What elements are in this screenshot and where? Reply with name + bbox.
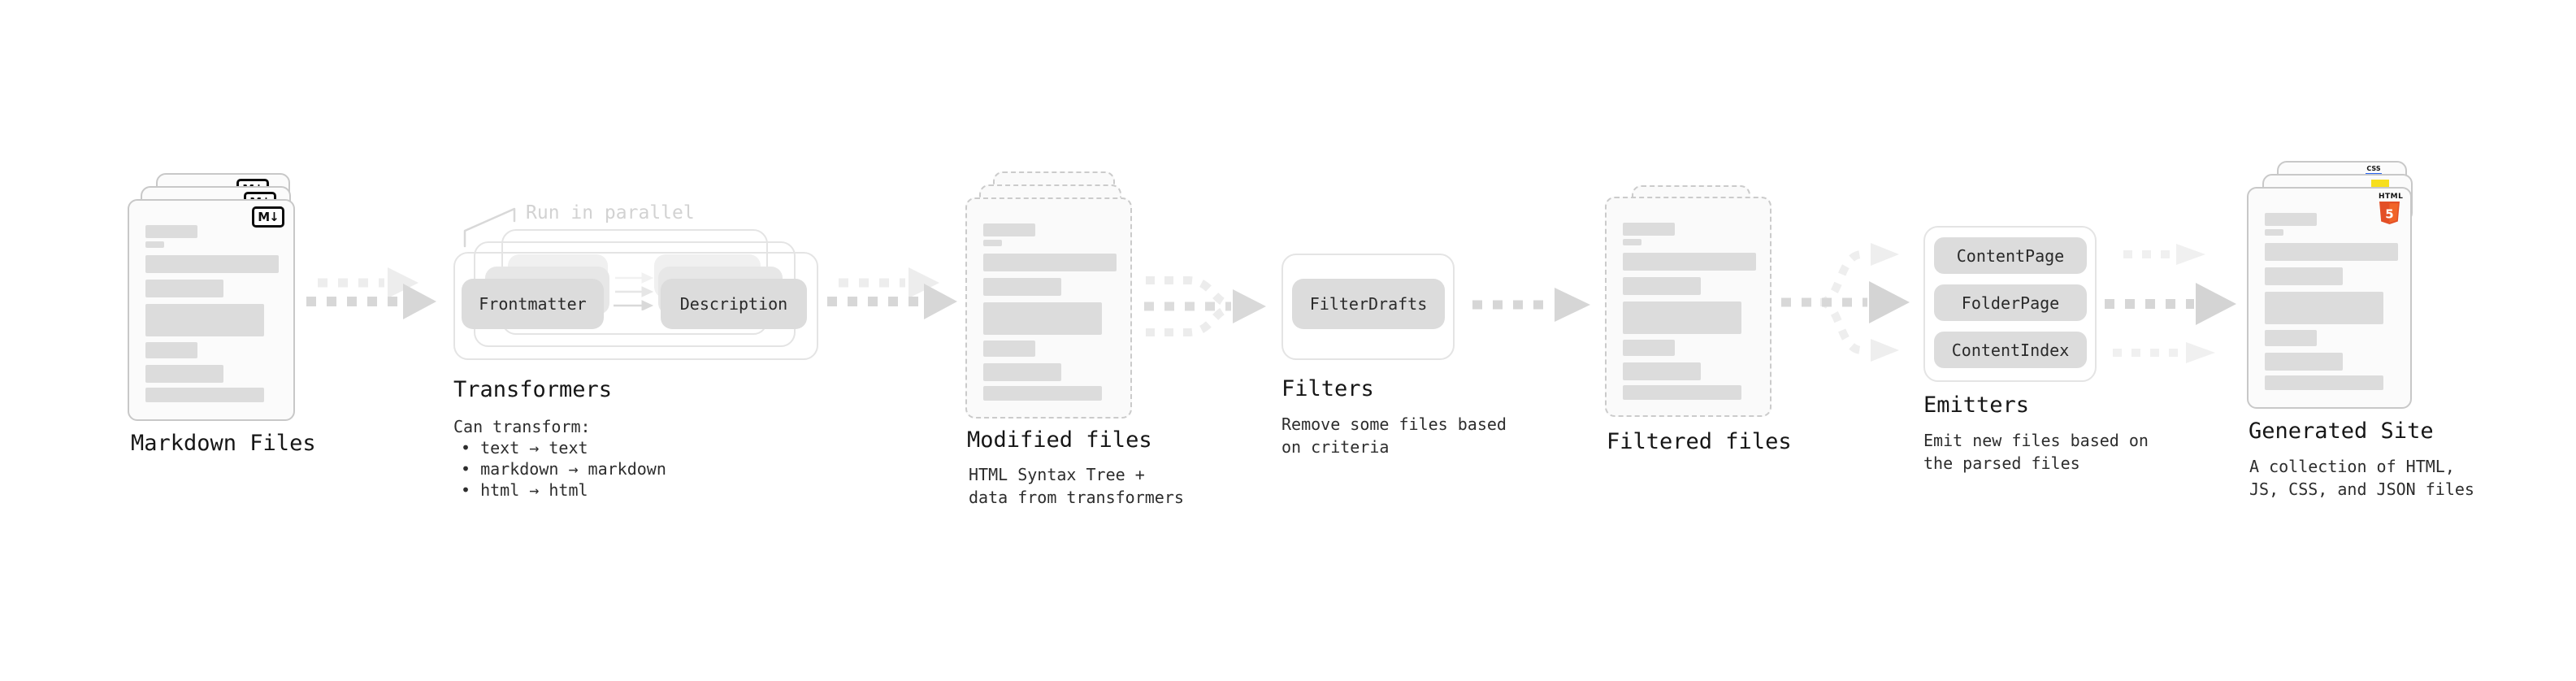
contentpage-box: ContentPage: [1934, 237, 2087, 274]
html5-icon: HTML 5: [2379, 193, 2403, 226]
bullet-item: • text → text: [461, 438, 588, 458]
generated-site-label: Generated Site: [2249, 419, 2434, 444]
filters-container: [1281, 254, 1455, 360]
filtered-files-label: Filtered files: [1607, 429, 1792, 454]
emitters-label: Emitters: [1923, 393, 2030, 418]
filtered-doc-front: [1605, 197, 1772, 417]
modified-files-label: Modified files: [967, 427, 1152, 453]
doc-text-placeholder: [129, 201, 293, 419]
filters-description: Remove some files based on criteria: [1281, 414, 1507, 457]
transformers-label: Transformers: [453, 377, 613, 402]
svg-text:5: 5: [2385, 207, 2393, 222]
emitters-container: [1923, 226, 2097, 382]
modified-doc-front: [965, 197, 1132, 419]
flow-arrow-transformers-to-modified: [827, 267, 957, 319]
description-box: Description: [661, 279, 807, 329]
filterdrafts-box: FilterDrafts: [1292, 279, 1445, 329]
flow-arrow-filtered-to-emitters: [1781, 243, 1910, 362]
frontmatter-box: Frontmatter: [462, 279, 604, 329]
can-transform-text: Can transform:: [453, 417, 591, 436]
run-in-parallel-annotation: Run in parallel: [526, 202, 695, 223]
flow-arrow-filters-to-filtered: [1472, 288, 1590, 322]
generated-doc-front: HTML 5: [2247, 187, 2412, 409]
transformers-description: Can transform: • text → text • markdown …: [453, 416, 666, 501]
flow-arrow-emitters-to-generated: [2105, 244, 2236, 363]
markdown-doc-front: M↓: [128, 199, 295, 421]
parallel-arrows-icon: [614, 272, 654, 310]
folderpage-box: FolderPage: [1934, 284, 2087, 321]
markdown-icon: M↓: [252, 206, 284, 228]
bullet-item: • markdown → markdown: [461, 459, 666, 479]
transformers-container-front: [453, 252, 818, 360]
bullet-item: • html → html: [461, 480, 588, 500]
filters-label: Filters: [1281, 376, 1374, 401]
generated-site-description: A collection of HTML, JS, CSS, and JSON …: [2249, 457, 2474, 499]
doc-text-placeholder: [967, 199, 1130, 417]
emitters-description: Emit new files based on the parsed files: [1923, 431, 2149, 473]
annotation-leader-line: [463, 207, 516, 248]
contentindex-box: ContentIndex: [1934, 332, 2087, 368]
modified-files-description: HTML Syntax Tree + data from transformer…: [969, 465, 1184, 507]
flow-arrow-markdown-to-transformers: [306, 267, 436, 319]
flow-arrow-modified-to-filters: [1144, 276, 1266, 336]
doc-text-placeholder: [1607, 198, 1770, 415]
markdown-files-label: Markdown Files: [131, 431, 316, 456]
doc-text-placeholder: [2249, 189, 2410, 407]
